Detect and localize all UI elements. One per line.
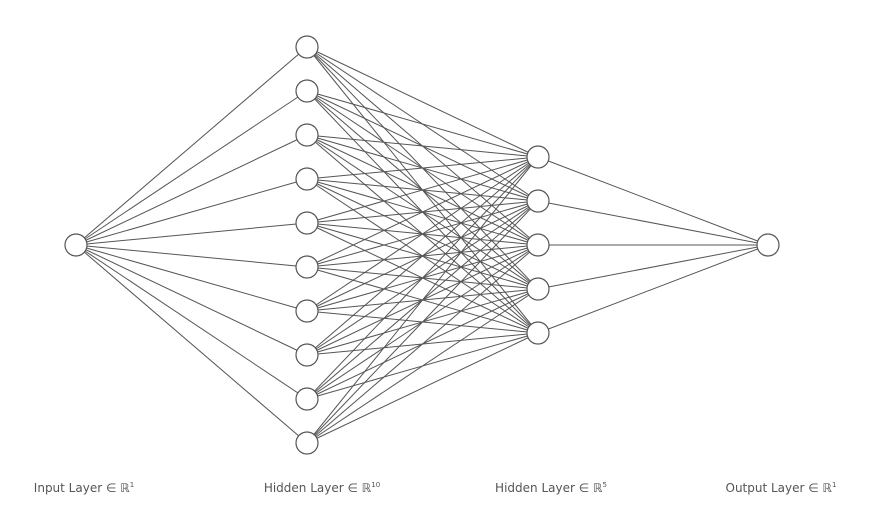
neuron-layer-1-3 — [295, 167, 319, 191]
edge-l1-n9-to-l2-n4 — [306, 332, 539, 444]
edge-l2-n0-to-l3-n0 — [537, 156, 769, 246]
neuron-layer-0-0 — [64, 233, 88, 257]
layer-label-hidden-2-text: Hidden Layer ∈ ℝ — [495, 481, 603, 495]
edge-l0-n0-to-l1-n2 — [75, 134, 308, 246]
layer-label-hidden-1-dim: 10 — [371, 481, 381, 489]
edge-l2-n1-to-l3-n0 — [537, 200, 769, 246]
neuron-layer-1-0 — [295, 35, 319, 59]
neuron-layer-1-9 — [295, 431, 319, 455]
neuron-layer-1-7 — [295, 343, 319, 367]
neuron-layer-1-5 — [295, 255, 319, 279]
edge-l1-n7-to-l2-n0 — [306, 156, 539, 356]
neuron-layer-2-1 — [526, 189, 550, 213]
layer-label-hidden-2: Hidden Layer ∈ ℝ5 — [495, 480, 607, 496]
edge-l1-n9-to-l2-n3 — [306, 288, 539, 444]
edge-l1-n9-to-l2-n0 — [306, 156, 539, 444]
edge-l1-n8-to-l2-n0 — [306, 156, 539, 400]
layer-label-hidden-2-dim: 5 — [602, 481, 607, 489]
layer-label-output-dim: 1 — [832, 481, 837, 489]
edge-l0-n0-to-l1-n4 — [75, 222, 308, 246]
edge-l1-n9-to-l2-n1 — [306, 200, 539, 444]
layer-label-input: Input Layer ∈ ℝ1 — [34, 480, 134, 496]
neuron-layer-2-0 — [526, 145, 550, 169]
layer-label-hidden-1: Hidden Layer ∈ ℝ10 — [264, 480, 380, 496]
neuron-layer-2-4 — [526, 321, 550, 345]
neuron-layer-2-2 — [526, 233, 550, 257]
neuron-layer-3-0 — [756, 233, 780, 257]
neuron-nodes — [64, 35, 780, 455]
edge-l0-n0-to-l1-n1 — [75, 90, 308, 246]
neuron-layer-1-1 — [295, 79, 319, 103]
edge-l1-n1-to-l2-n0 — [306, 90, 539, 158]
edge-l0-n0-to-l1-n3 — [75, 178, 308, 246]
neuron-layer-1-4 — [295, 211, 319, 235]
edge-l0-n0-to-l1-n8 — [75, 244, 308, 400]
layer-label-hidden-1-text: Hidden Layer ∈ ℝ — [263, 481, 372, 495]
neuron-layer-1-2 — [295, 123, 319, 147]
connection-edges — [75, 46, 769, 444]
neuron-layer-2-3 — [526, 277, 550, 301]
edge-l1-n0-to-l2-n0 — [306, 46, 539, 158]
edge-l0-n0-to-l1-n7 — [75, 244, 308, 356]
edge-l1-n2-to-l2-n0 — [306, 134, 539, 158]
edge-l1-n5-to-l2-n0 — [306, 156, 539, 268]
layer-label-output: Output Layer ∈ ℝ1 — [725, 480, 836, 496]
edge-l2-n3-to-l3-n0 — [537, 244, 769, 290]
edge-l0-n0-to-l1-n9 — [75, 244, 308, 444]
edge-l1-n4-to-l2-n0 — [306, 156, 539, 224]
edge-l1-n3-to-l2-n0 — [306, 156, 539, 180]
edge-l0-n0-to-l1-n5 — [75, 244, 308, 268]
layer-label-input-dim: 1 — [129, 481, 135, 489]
edge-l2-n4-to-l3-n0 — [537, 244, 769, 334]
neuron-layer-1-6 — [295, 299, 319, 323]
layer-label-output-text: Output Layer ∈ ℝ — [725, 481, 833, 495]
edge-l1-n9-to-l2-n2 — [306, 244, 539, 444]
edge-l0-n0-to-l1-n6 — [75, 244, 308, 312]
edge-l1-n6-to-l2-n0 — [306, 156, 539, 312]
layer-label-input-text: Input Layer ∈ ℝ — [33, 481, 130, 495]
neuron-layer-1-8 — [295, 387, 319, 411]
edge-l0-n0-to-l1-n0 — [75, 46, 308, 246]
